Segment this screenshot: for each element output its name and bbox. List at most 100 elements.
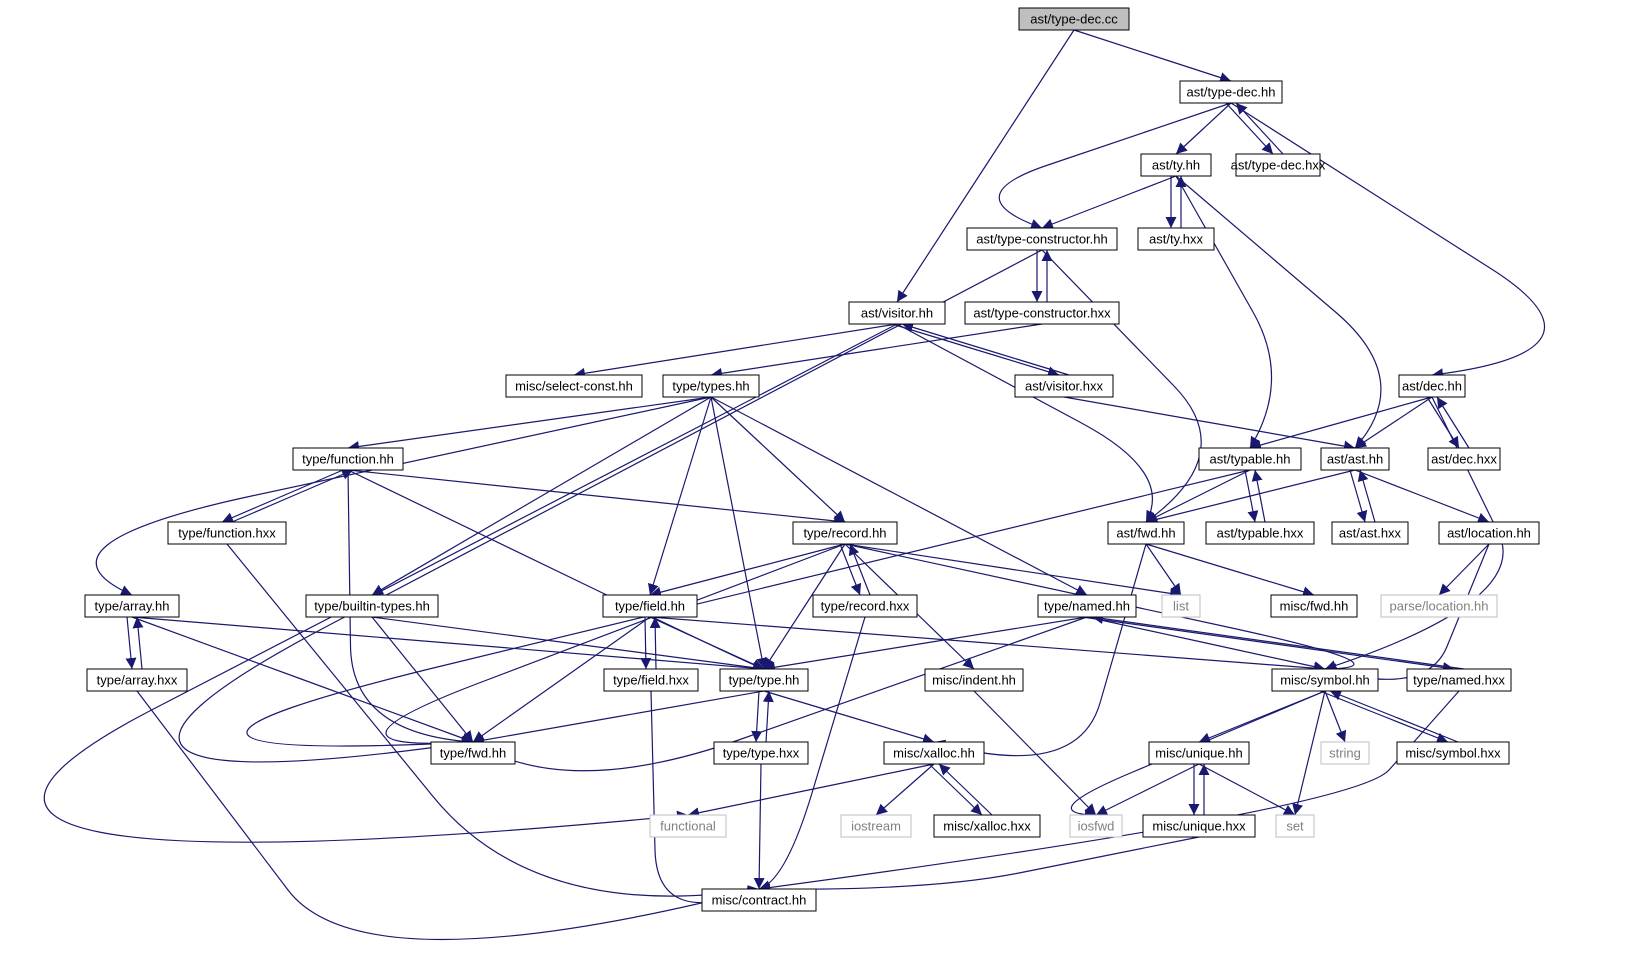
node-label: string xyxy=(1329,746,1361,761)
edge-ast-type-dec-hh-to-ast-ty-hh xyxy=(1175,102,1232,155)
node-type-fwd-hh[interactable]: type/fwd.hh xyxy=(430,741,516,765)
node-box xyxy=(1398,374,1466,398)
edge-type-field-hh-to-misc-symbol-hh xyxy=(649,616,1326,674)
node-ast-typable-hh[interactable]: ast/typable.hh xyxy=(1198,447,1302,471)
node-label: type/named.hh xyxy=(1044,599,1130,614)
node-ast-dec-hh[interactable]: ast/dec.hh xyxy=(1398,374,1466,398)
node-box xyxy=(1161,594,1201,618)
edge-type-function-hh-to-type-record-hh xyxy=(347,469,846,527)
node-type-named-hxx[interactable]: type/named.hxx xyxy=(1406,668,1512,692)
edge-ast-type-constructor-hxx-to-type-types-hh xyxy=(710,323,1043,379)
edge-misc-xalloc-hh-to-functional xyxy=(687,763,935,819)
node-label: misc/indent.hh xyxy=(932,673,1016,688)
node-box xyxy=(812,594,918,618)
node-label: ast/location.hh xyxy=(1447,526,1531,541)
node-box xyxy=(292,447,404,471)
node-misc-symbol-hxx[interactable]: misc/symbol.hxx xyxy=(1396,741,1510,765)
node-ast-type-dec-cc[interactable]: ast/type-dec.cc xyxy=(1018,7,1130,31)
node-label: ast/ast.hh xyxy=(1327,452,1383,467)
node-label: ast/type-dec.hh xyxy=(1187,85,1276,100)
node-label: type/record.hxx xyxy=(821,599,910,614)
node-box xyxy=(505,374,643,398)
node-ast-type-constructor-hxx[interactable]: ast/type-constructor.hxx xyxy=(964,301,1120,325)
node-label: type/type.hh xyxy=(729,673,800,688)
node-ast-type-dec-hxx[interactable]: ast/type-dec.hxx xyxy=(1231,153,1326,177)
node-ast-visitor-hxx[interactable]: ast/visitor.hxx xyxy=(1014,374,1114,398)
node-type-array-hh[interactable]: type/array.hh xyxy=(84,594,180,618)
edge-type-types-hh-to-type-type-hh xyxy=(710,396,768,670)
node-misc-contract-hh[interactable]: misc/contract.hh xyxy=(701,888,817,912)
edge-type-record-hh-to-type-field-hh xyxy=(649,543,846,598)
node-box xyxy=(1179,80,1283,104)
node-box xyxy=(1018,7,1130,31)
node-box xyxy=(1271,668,1379,692)
node-label: ast/type-dec.cc xyxy=(1030,12,1118,27)
edge-type-record-hxx-to-misc-contract-hh xyxy=(758,616,866,892)
node-misc-fwd-hh[interactable]: misc/fwd.hh xyxy=(1270,594,1358,618)
edge-type-record-hh-to-type-fwd-hh xyxy=(385,543,846,749)
node-ast-type-dec-hh[interactable]: ast/type-dec.hh xyxy=(1179,80,1283,104)
node-type-record-hxx[interactable]: type/record.hxx xyxy=(812,594,918,618)
node-misc-select-const-hh[interactable]: misc/select-const.hh xyxy=(505,374,643,398)
node-box xyxy=(933,814,1041,838)
edge-ast-visitor-hh-to-ast-visitor-hxx xyxy=(891,323,1060,378)
node-label: type/field.hxx xyxy=(613,673,689,688)
node-misc-xalloc-hh[interactable]: misc/xalloc.hh xyxy=(883,741,985,765)
node-string: string xyxy=(1320,741,1370,765)
edge-type-array-hh-to-type-fwd-hh xyxy=(131,616,474,744)
edge-misc-symbol-hh-to-iosfwd xyxy=(1070,690,1326,821)
node-label: misc/xalloc.hxx xyxy=(943,819,1031,834)
node-list: list xyxy=(1161,594,1201,618)
edge-type-array-hh-to-type-array-hxx xyxy=(125,616,137,670)
node-box xyxy=(1320,447,1390,471)
node-type-named-hh[interactable]: type/named.hh xyxy=(1037,594,1137,618)
node-ast-typable-hxx[interactable]: ast/typable.hxx xyxy=(1205,521,1315,545)
node-ast-ty-hxx[interactable]: ast/ty.hxx xyxy=(1137,227,1215,251)
node-box xyxy=(1198,447,1302,471)
edge-type-types-hh-to-type-array-hh xyxy=(95,396,712,596)
edge-type-record-hh-to-list xyxy=(844,543,1182,599)
node-ast-type-constructor-hh[interactable]: ast/type-constructor.hh xyxy=(966,227,1118,251)
edge-type-named-hxx-to-misc-contract-hh xyxy=(758,690,1460,893)
node-ast-ty-hh[interactable]: ast/ty.hh xyxy=(1140,153,1212,177)
edge-ast-type-dec-hxx-to-ast-type-dec-hh xyxy=(1235,102,1284,155)
node-ast-fwd-hh[interactable]: ast/fwd.hh xyxy=(1107,521,1185,545)
edge-ast-dec-hxx-to-ast-dec-hh xyxy=(1436,396,1470,449)
node-type-field-hxx[interactable]: type/field.hxx xyxy=(603,668,699,692)
node-box xyxy=(84,594,180,618)
node-ast-location-hh[interactable]: ast/location.hh xyxy=(1438,521,1540,545)
node-type-type-hxx[interactable]: type/type.hxx xyxy=(713,741,809,765)
edge-ast-type-dec-cc-to-ast-visitor-hh xyxy=(896,29,1075,303)
node-type-array-hxx[interactable]: type/array.hxx xyxy=(86,668,188,692)
node-misc-unique-hxx[interactable]: misc/unique.hxx xyxy=(1142,814,1256,838)
edge-misc-xalloc-hh-to-misc-xalloc-hxx xyxy=(928,763,983,816)
node-type-function-hh[interactable]: type/function.hh xyxy=(292,447,404,471)
node-type-function-hxx[interactable]: type/function.hxx xyxy=(167,521,287,545)
node-type-types-hh[interactable]: type/types.hh xyxy=(662,374,760,398)
edge-ast-typable-hh-to-ast-fwd-hh xyxy=(1145,469,1251,523)
edge-ast-typable-hh-to-type-fwd-hh xyxy=(246,469,1251,749)
node-ast-visitor-hh[interactable]: ast/visitor.hh xyxy=(848,301,946,325)
edge-type-named-hh-to-type-fwd-hh xyxy=(472,616,1088,772)
edge-type-field-hxx-to-type-field-hh xyxy=(649,616,661,670)
node-misc-indent-hh[interactable]: misc/indent.hh xyxy=(924,668,1024,692)
node-ast-ast-hxx[interactable]: ast/ast.hxx xyxy=(1331,521,1409,545)
node-label: ast/dec.hxx xyxy=(1431,452,1497,467)
node-label: misc/unique.hh xyxy=(1155,746,1242,761)
node-misc-unique-hh[interactable]: misc/unique.hh xyxy=(1148,741,1250,765)
node-misc-xalloc-hxx[interactable]: misc/xalloc.hxx xyxy=(933,814,1041,838)
node-type-builtin-types-hh[interactable]: type/builtin-types.hh xyxy=(305,594,439,618)
edge-ast-visitor-hh-to-ast-fwd-hh xyxy=(896,323,1157,523)
node-type-type-hh[interactable]: type/type.hh xyxy=(719,668,809,692)
edge-ast-ast-hh-to-ast-location-hh xyxy=(1354,469,1490,524)
node-box xyxy=(848,301,946,325)
node-type-record-hh[interactable]: type/record.hh xyxy=(792,521,898,545)
node-ast-dec-hxx[interactable]: ast/dec.hxx xyxy=(1427,447,1501,471)
node-type-field-hh[interactable]: type/field.hh xyxy=(602,594,698,618)
node-misc-symbol-hh[interactable]: misc/symbol.hh xyxy=(1271,668,1379,692)
node-box xyxy=(1069,814,1123,838)
node-ast-ast-hh[interactable]: ast/ast.hh xyxy=(1320,447,1390,471)
edge-misc-symbol-hh-to-string xyxy=(1324,690,1347,743)
node-box xyxy=(1438,521,1540,545)
edge-type-function-hxx-to-type-function-hh xyxy=(231,469,354,523)
